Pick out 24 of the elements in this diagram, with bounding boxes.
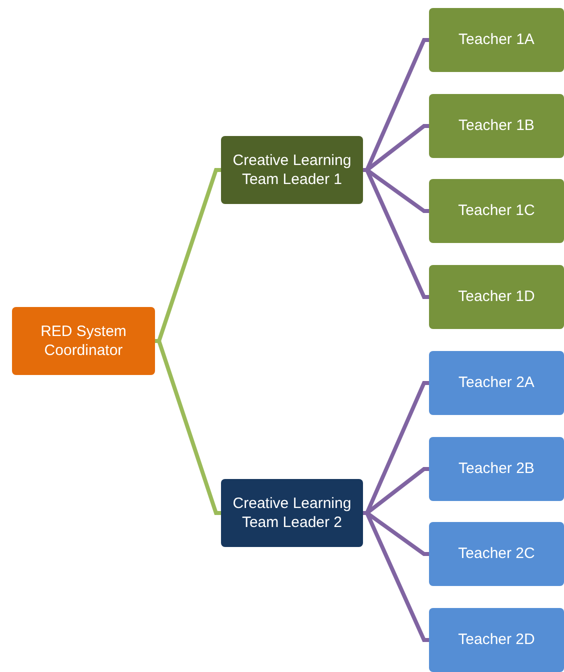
role-label: RED System Coordinator: [40, 322, 128, 360]
connector-line: [155, 339, 221, 515]
org-box: [429, 351, 564, 415]
org-box: [12, 307, 155, 375]
org-box: [429, 522, 564, 586]
role-label: Teacher 2D: [458, 630, 535, 650]
role-label: Creative Learning Team Leader 2: [232, 494, 352, 532]
role-label: Teacher 1A: [458, 30, 534, 50]
org-box: [429, 265, 564, 329]
org-box: [221, 479, 363, 547]
org-box: [429, 8, 564, 72]
role-label: Teacher 1B: [458, 116, 534, 136]
org-box: [429, 608, 564, 672]
role-label: Teacher 2C: [458, 544, 535, 564]
role-label: Teacher 1D: [458, 287, 535, 307]
org-box: [429, 179, 564, 243]
connector-line: [155, 168, 221, 343]
org-box: [429, 437, 564, 501]
role-label: Creative Learning Team Leader 1: [232, 150, 352, 190]
org-box: [429, 94, 564, 158]
role-label: Teacher 2A: [458, 373, 534, 393]
role-label: Teacher 2B: [458, 459, 534, 479]
role-label: Teacher 1C: [458, 201, 535, 221]
org-box: [221, 136, 363, 204]
